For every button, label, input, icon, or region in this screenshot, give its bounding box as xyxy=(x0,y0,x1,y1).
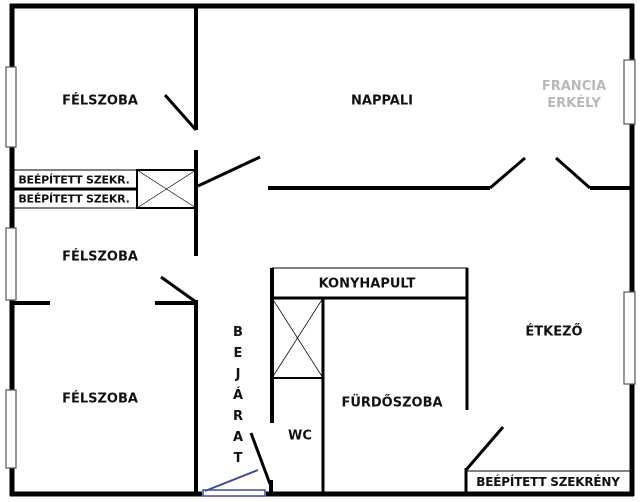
bejarat-letter: T xyxy=(233,451,243,466)
door-swing xyxy=(249,432,272,485)
room-label-konyhapult: KONYHAPULT xyxy=(318,276,416,292)
room-label-furdoszoba: FÜRDŐSZOBA xyxy=(341,395,443,411)
door-swing xyxy=(163,94,198,131)
francia-erkely-line2: ERKÉLY xyxy=(547,96,601,111)
bejarat-letter: A xyxy=(232,430,244,445)
shaft-box xyxy=(136,169,197,209)
window xyxy=(5,389,17,469)
door-swing xyxy=(464,426,505,471)
entrance-door-swing xyxy=(204,469,259,492)
room-label-felszoba: FÉLSZOBA xyxy=(62,93,138,109)
room-label-nappali: NAPPALI xyxy=(351,93,413,109)
window xyxy=(623,59,636,125)
closet-label: BEÉPÍTETT SZEKRÉNY xyxy=(476,475,620,489)
room-label-felszoba: FÉLSZOBA xyxy=(62,249,138,265)
room-label-francia-erkely: FRANCIA ERKÉLY xyxy=(542,78,606,112)
window xyxy=(5,227,17,301)
window xyxy=(5,66,17,148)
room-label-bejarat: B E J Á R A T xyxy=(231,322,245,469)
bejarat-letter: Á xyxy=(232,388,244,403)
door-swing xyxy=(160,275,197,304)
door-swing xyxy=(555,156,591,190)
bejarat-letter: E xyxy=(233,346,243,361)
entrance-door-frame xyxy=(202,489,266,497)
door-swing xyxy=(197,155,261,188)
bejarat-letter: B xyxy=(233,325,243,340)
closet-label: BEÉPÍTETT SZEKR. xyxy=(18,173,130,187)
door-swing xyxy=(489,156,526,190)
closet-label: BEÉPÍTETT SZEKR. xyxy=(18,192,130,206)
window xyxy=(623,291,636,385)
bejarat-letter: R xyxy=(232,409,243,424)
room-label-etkezo: ÉTKEZŐ xyxy=(525,324,583,340)
room-label-wc: WC xyxy=(288,428,312,444)
room-label-felszoba: FÉLSZOBA xyxy=(62,391,138,407)
francia-erkely-line1: FRANCIA xyxy=(541,79,607,94)
bejarat-letter: J xyxy=(235,367,241,382)
